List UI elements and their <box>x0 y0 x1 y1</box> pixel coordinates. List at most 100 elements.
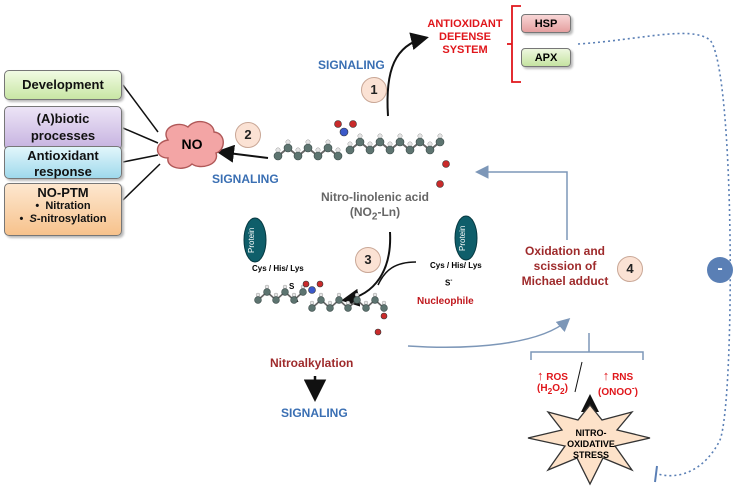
carbon-atom <box>317 296 325 304</box>
hydrogen-atom <box>285 139 291 145</box>
hydrogen-atom <box>387 141 393 147</box>
thiolate-right: S- <box>445 278 453 288</box>
ros-rns-bracket <box>530 351 644 360</box>
arrow-nitroalkylation <box>341 231 392 307</box>
line-development <box>122 84 159 133</box>
carbon-atom <box>308 304 316 312</box>
hydrogen-atom <box>427 141 433 147</box>
noptm-item: • Nitration <box>35 200 91 212</box>
hydrogen-atom <box>437 133 443 139</box>
hydrogen-atom <box>309 300 315 306</box>
step-1-badge: 1 <box>361 77 387 103</box>
antioxidant-response-box: Antioxidant response <box>4 146 122 179</box>
oxygen-atom <box>442 160 450 168</box>
development-box: Development <box>4 70 122 100</box>
carbon-atom <box>380 304 388 312</box>
protein-right-shape <box>454 215 478 261</box>
thiol-s-left: S <box>289 282 295 291</box>
abiotic-label: (A)biotic processes <box>30 111 96 143</box>
oxidation-label: Oxidation and scission of Michael adduct <box>521 244 609 288</box>
compound-formula: (NO2-Ln) <box>349 205 401 223</box>
rns-label: ↑ RNS(ONOO-) <box>598 368 639 399</box>
step-4-badge: 4 <box>617 256 643 282</box>
hydrogen-atom <box>295 147 301 153</box>
oxygen-atom <box>302 280 310 288</box>
carbon-atom <box>362 304 370 312</box>
line-noptm <box>122 163 161 201</box>
carbon-atom <box>395 137 405 147</box>
line-antioxidant <box>122 154 159 163</box>
carbon-atom <box>365 145 375 155</box>
development-label: Development <box>22 77 104 92</box>
antioxidant-response-label: Antioxidant response <box>27 148 99 179</box>
carbon-atom <box>405 145 415 155</box>
inhibition-sign: - <box>707 257 733 283</box>
carbon-atom <box>313 151 323 161</box>
carbon-atom <box>425 145 435 155</box>
nucleophile-line <box>377 261 417 286</box>
carbon-atom <box>385 145 395 155</box>
residues-right: Cys / His/ Lys <box>430 261 482 270</box>
carbon-atom <box>375 137 385 147</box>
carbon-atom <box>371 296 379 304</box>
arrow-to-oxidation <box>407 318 571 348</box>
arrow-to-no <box>216 144 269 163</box>
hydrogen-atom <box>318 292 324 298</box>
nitroalkylation-label: Nitroalkylation <box>270 356 354 370</box>
step-2-badge: 2 <box>235 122 261 148</box>
hydrogen-atom <box>347 141 353 147</box>
hydrogen-atom <box>327 300 333 306</box>
noptm-item: • S-nitrosylation <box>19 213 107 225</box>
hydrogen-atom <box>305 139 311 145</box>
oxygen-atom <box>436 180 444 188</box>
stress-star <box>527 403 651 486</box>
carbon-atom <box>263 288 271 296</box>
oxygen-atom <box>316 280 324 288</box>
hydrogen-atom <box>345 300 351 306</box>
carbon-atom <box>293 151 303 161</box>
carbon-atom <box>333 151 343 161</box>
carbon-atom <box>353 296 361 304</box>
hydrogen-atom <box>381 300 387 306</box>
oxygen-atom <box>374 328 382 336</box>
carbon-atom <box>254 296 262 304</box>
hydrogen-atom <box>397 133 403 139</box>
carbon-atom <box>335 296 343 304</box>
signaling-label-bottom: SIGNALING <box>281 406 348 420</box>
oxygen-atom <box>349 120 357 128</box>
noptm-box: NO-PTM • Nitration • S-nitrosylation <box>4 183 122 236</box>
inhibition-loop <box>577 32 732 477</box>
oxygen-atom <box>380 312 388 320</box>
hydrogen-atom <box>291 292 297 298</box>
noptm-title: NO-PTM <box>37 185 89 200</box>
carbon-atom <box>273 151 283 161</box>
inhibition-bar <box>654 465 658 483</box>
carbon-atom <box>281 288 289 296</box>
carbon-atom <box>326 304 334 312</box>
carbon-atom <box>355 137 365 147</box>
carbon-atom <box>344 304 352 312</box>
apx-box: APX <box>521 48 571 67</box>
signaling-label-left: SIGNALING <box>212 172 279 186</box>
ros-label: ↑ ROS(H2O2) <box>537 368 568 396</box>
hydrogen-atom <box>315 147 321 153</box>
hydrogen-atom <box>273 292 279 298</box>
hydrogen-atom <box>264 284 270 290</box>
nitrogen-atom <box>339 127 349 137</box>
carbon-atom <box>303 143 313 153</box>
hydrogen-atom <box>407 141 413 147</box>
protein-left-shape <box>243 217 267 263</box>
carbon-atom <box>290 296 298 304</box>
stress-label: NITRO-OXIDATIVE STRESS <box>567 428 615 460</box>
no-label: NO <box>181 136 203 152</box>
arrow-back-to-noln <box>475 165 568 240</box>
hydrogen-atom <box>417 133 423 139</box>
hydrogen-atom <box>275 147 281 153</box>
carbon-atom <box>415 137 425 147</box>
hydrogen-atom <box>363 300 369 306</box>
carbon-atom <box>283 143 293 153</box>
nitrogen-atom <box>308 286 316 294</box>
compound-name: Nitro-linolenic acid <box>320 190 429 204</box>
